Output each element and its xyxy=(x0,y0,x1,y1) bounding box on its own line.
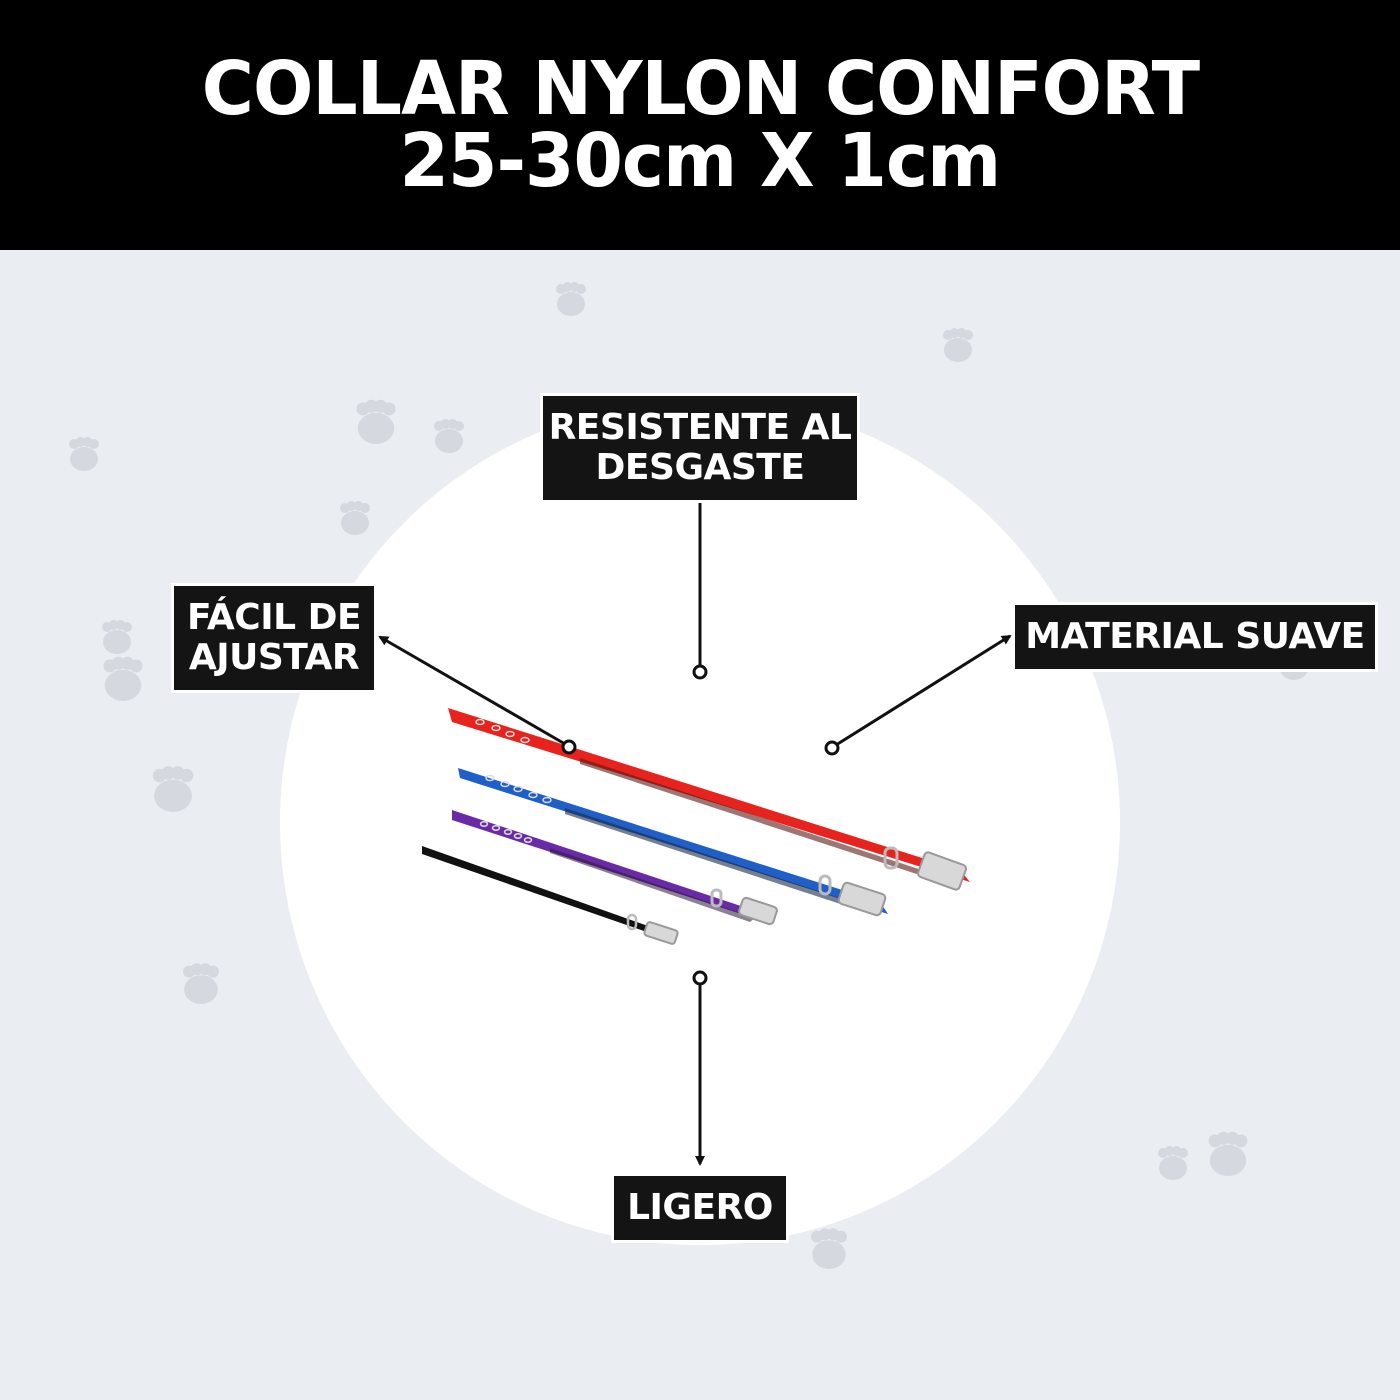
feature-label-ligero: LIGERO xyxy=(611,1173,789,1243)
feature-text-line2: AJUSTAR xyxy=(188,637,360,678)
collars-product-image xyxy=(422,708,970,945)
feature-text-line1: MATERIAL SUAVE xyxy=(1025,616,1365,657)
feature-text-line1: LIGERO xyxy=(627,1187,773,1228)
header-banner: COLLAR NYLON CONFORT 25-30cm X 1cm xyxy=(0,0,1400,250)
purple-collar xyxy=(452,810,778,926)
red-collar xyxy=(448,708,970,891)
title-line-1: COLLAR NYLON CONFORT xyxy=(201,46,1199,132)
feature-text-line2: DESGASTE xyxy=(595,447,805,488)
feature-label-facil: FÁCIL DE AJUSTAR xyxy=(171,583,377,693)
feature-text-line1: RESISTENTE AL xyxy=(548,407,852,448)
feature-label-resistente: RESISTENTE AL DESGASTE xyxy=(540,393,860,503)
title-line-2: 25-30cm X 1cm xyxy=(399,118,1002,204)
feature-text-line1: FÁCIL DE xyxy=(186,597,362,638)
feature-label-suave: MATERIAL SUAVE xyxy=(1012,602,1378,672)
black-collar xyxy=(422,846,679,945)
blue-collar xyxy=(458,768,888,917)
